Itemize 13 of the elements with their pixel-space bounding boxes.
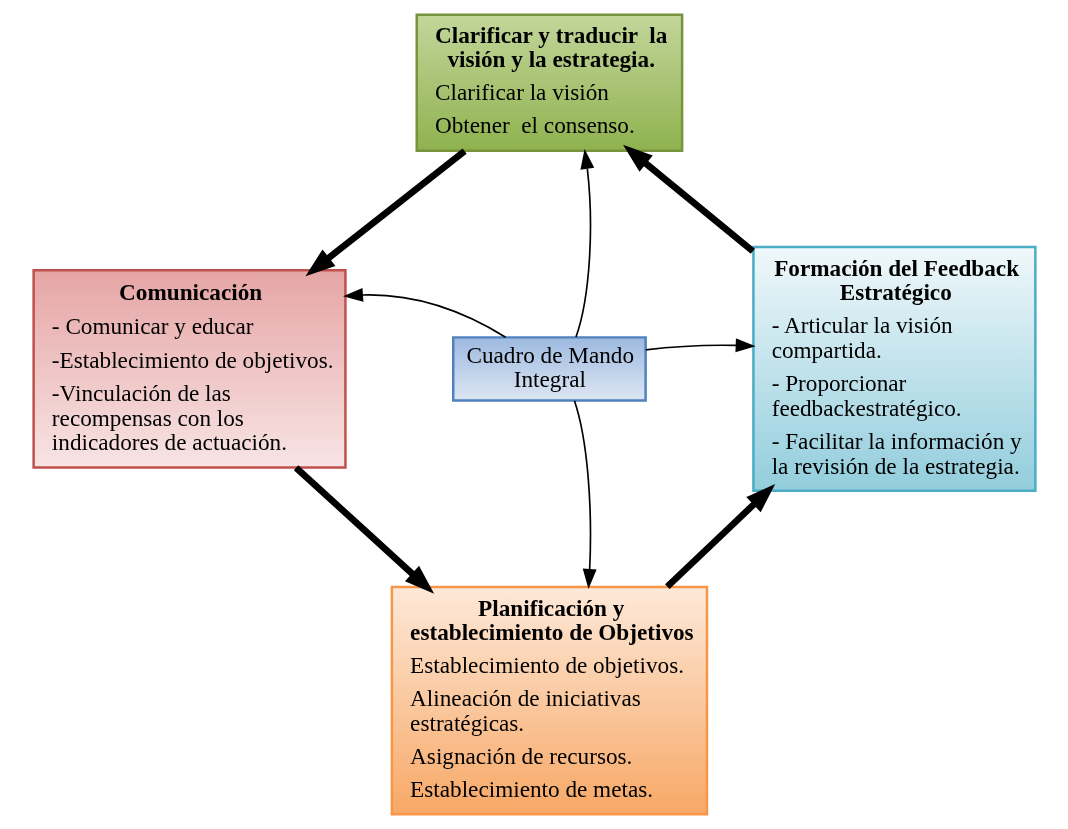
node-box: Clarificar y traducir la visión y la estrategia. Clarificar la visión Obtener el consenso. [415, 13, 683, 153]
arrow [574, 149, 594, 338]
arrow [304, 148, 467, 277]
arrow [664, 484, 775, 590]
node-box: Cuadro de Mando Integral [451, 336, 647, 402]
arrow [293, 465, 434, 594]
node-box: Comunicación - Comunicar y educar -Establecimiento de objetivos. -Vinculación de las recompensas con los indicadores de actuación. [31, 268, 347, 469]
node-box: Planificación y establecimiento de Objetivos Establecimiento de objetivos. Alineación de iniciativas estratégicas. Asignación de recursos. Establecimiento de metas. [390, 585, 708, 816]
arrow [342, 288, 506, 339]
arrow [644, 338, 756, 353]
arrow [622, 144, 755, 254]
arrow [573, 400, 597, 589]
node-box: Formación del Feedback Estratégico - Articular la visión compartida. - Proporcionar feedbackestratégico. - Facilitar la información y la revisión de la estrategia. [751, 245, 1037, 493]
